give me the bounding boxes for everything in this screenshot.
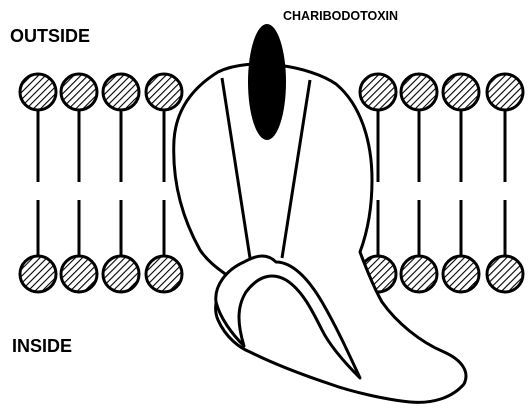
lipid-head-inner xyxy=(487,256,523,292)
lipid-head-outer xyxy=(103,74,139,110)
channel-protein xyxy=(174,64,466,402)
inside-label: INSIDE xyxy=(12,336,72,356)
lipid-head-outer xyxy=(487,74,523,110)
lipid-head-outer xyxy=(401,74,437,110)
lipid-head-inner xyxy=(443,256,479,292)
lipid-head-outer xyxy=(443,74,479,110)
lipid-left-1 xyxy=(20,74,56,292)
lipid-head-inner xyxy=(103,256,139,292)
lipid-head-outer xyxy=(20,74,56,110)
lipid-head-inner xyxy=(401,256,437,292)
outside-label: OUTSIDE xyxy=(10,26,90,46)
lipid-left-2 xyxy=(61,74,97,292)
lipid-left-3 xyxy=(103,74,139,292)
lipid-head-outer xyxy=(360,74,396,110)
lipid-right-4 xyxy=(487,74,523,292)
toxin-label: CHARIBODOTOXIN xyxy=(283,9,398,23)
lipid-head-inner xyxy=(20,256,56,292)
lipid-head-inner xyxy=(146,256,182,292)
toxin-blob xyxy=(248,24,286,140)
lipid-right-2 xyxy=(401,74,437,292)
lipid-head-outer xyxy=(146,74,182,110)
lipid-head-outer xyxy=(61,74,97,110)
lipid-right-3 xyxy=(443,74,479,292)
lipid-head-inner xyxy=(61,256,97,292)
